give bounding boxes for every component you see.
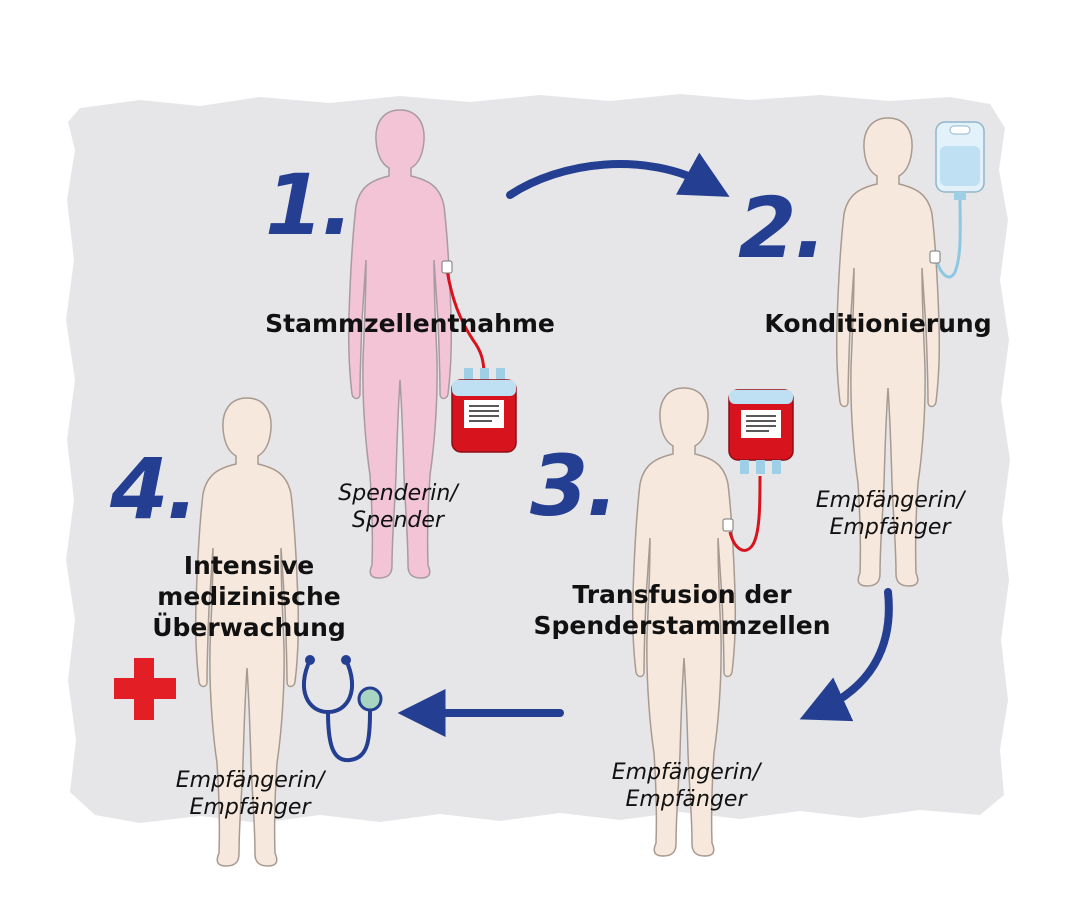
step-3-role: Empfängerin/ Empfänger xyxy=(612,759,760,813)
step-2-title: Konditionierung xyxy=(764,308,991,339)
step-2-role-line: Empfänger xyxy=(829,515,951,540)
step-4-title: Intensive medizinische Überwachung xyxy=(152,550,346,643)
step-3-title: Transfusion der Spenderstammzellen xyxy=(533,579,830,641)
step-4-role: Empfängerin/ Empfänger xyxy=(176,767,324,821)
background-panel xyxy=(66,94,1010,823)
step-1-title: Stammzellentnahme xyxy=(265,308,555,339)
step-1-role: Spenderin/ Spender xyxy=(338,480,457,534)
step-4-title-line: Intensive xyxy=(183,551,315,580)
arrow-icon xyxy=(799,588,893,722)
stethoscope-icon xyxy=(302,655,383,763)
step-4-role-line: Empfängerin/ xyxy=(175,768,325,793)
step-1-role-line: Spenderin/ xyxy=(338,481,458,506)
step-2-number: 2. xyxy=(738,179,826,277)
blood-tube xyxy=(445,269,486,377)
infusion-tube xyxy=(935,199,962,279)
blood-tube xyxy=(728,475,762,552)
step-2-title-line: Konditionierung xyxy=(764,309,992,338)
cannula xyxy=(441,260,453,274)
step-4-title-line: medizinische xyxy=(157,582,341,611)
step-3-title-line: Transfusion der xyxy=(572,580,792,609)
step-1-role-line: Spender xyxy=(352,508,444,533)
step-4-role-line: Empfänger xyxy=(189,795,311,820)
blood-bag-icon xyxy=(451,368,517,453)
step-2-role-line: Empfängerin/ xyxy=(815,488,965,513)
step-1-title-line: Stammzellentnahme xyxy=(265,309,555,338)
blood-bag-icon xyxy=(728,389,794,474)
infusion-bag-icon xyxy=(935,121,985,200)
step-3-title-line: Spenderstammzellen xyxy=(533,611,831,640)
step-3-number: 3. xyxy=(530,437,618,535)
step-3-role-line: Empfängerin/ xyxy=(611,760,761,785)
step-1-number: 1. xyxy=(265,156,353,254)
cannula xyxy=(722,518,734,532)
step-2-role: Empfängerin/ Empfänger xyxy=(816,487,964,541)
arrow-icon xyxy=(506,152,730,199)
cannula xyxy=(929,250,941,264)
step-4-number: 4. xyxy=(110,440,198,538)
red-cross-icon xyxy=(114,658,176,720)
step-3-role-line: Empfänger xyxy=(625,787,747,812)
step-4-title-line: Überwachung xyxy=(152,613,346,642)
